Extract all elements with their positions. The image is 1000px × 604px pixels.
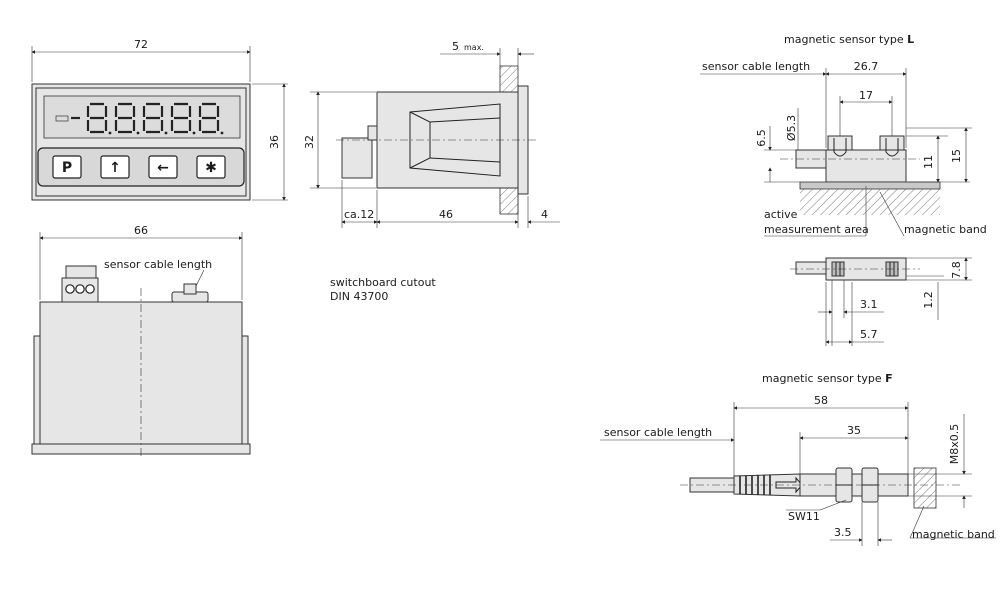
dim-66-label: 66 xyxy=(134,224,148,237)
key-p-label: P xyxy=(62,160,72,176)
dim-46-label: 46 xyxy=(439,208,453,221)
keypad-panel xyxy=(37,147,245,187)
dim-1-2-label: 1.2 xyxy=(922,291,935,309)
magnetic-band-l-label: magnetic band xyxy=(904,223,987,236)
dim-7-8-label: 7.8 xyxy=(950,261,963,279)
sensor-type-l: magnetic sensor type L sensor cable leng… xyxy=(700,33,987,237)
dim-phi-5-3-label: Ø5.3 xyxy=(785,115,798,141)
dim-17-label: 17 xyxy=(859,89,873,102)
active-label: active xyxy=(764,208,798,221)
dim-5-label: 5 xyxy=(452,40,459,53)
sensor-f-cable-length: sensor cable length xyxy=(604,426,712,439)
dim-4-label: 4 xyxy=(541,208,548,221)
dim-11-label: 11 xyxy=(922,155,935,169)
key-up-button[interactable] xyxy=(100,155,130,179)
dim-32-label: 32 xyxy=(303,135,316,149)
arrow-left-icon: ← xyxy=(157,160,169,176)
asterisk-icon: ✱ xyxy=(205,160,217,176)
dim-ca12-label: ca.12 xyxy=(344,208,374,221)
dim-5-max-label: max. xyxy=(464,43,484,52)
key-left-button[interactable] xyxy=(148,155,178,179)
magnetic-band-l xyxy=(800,189,940,215)
dim-35-label: 35 xyxy=(847,424,861,437)
din-standard-label: DIN 43700 xyxy=(330,290,388,303)
sensor-cable-length-front: sensor cable length xyxy=(104,258,212,271)
dim-72-label: 72 xyxy=(134,38,148,51)
dim-5-7-label: 5.7 xyxy=(860,328,878,341)
dim-26-7-label: 26.7 xyxy=(854,60,879,73)
measurement-area-label: measurement area xyxy=(764,223,869,236)
switchboard-cutout-label: switchboard cutout xyxy=(330,276,436,289)
dim-15-label: 15 xyxy=(950,149,963,163)
key-p-button[interactable] xyxy=(52,155,82,179)
sensor-f-title: magnetic sensor type F xyxy=(762,372,893,385)
sensor-l-title: magnetic sensor type L xyxy=(784,33,914,46)
dim-36-label: 36 xyxy=(268,135,281,149)
sensor-l-top-view: 7.8 1.2 3.1 5.7 xyxy=(790,257,972,346)
dim-58-label: 58 xyxy=(814,394,828,407)
key-star-button[interactable] xyxy=(196,155,226,179)
sensor-type-f: magnetic sensor type F 58 sensor cable l… xyxy=(600,372,996,546)
seven-segment-digits xyxy=(86,102,224,135)
top-view: 66 sensor cable length xyxy=(31,224,251,456)
dim-3-1-label: 3.1 xyxy=(860,298,878,311)
sensor-l-body xyxy=(825,149,907,183)
arrow-up-icon: ↑ xyxy=(109,160,121,176)
side-view: 5 max. 32 ca.12 46 4 xyxy=(303,40,560,228)
dim-3-5-label: 3.5 xyxy=(834,526,852,539)
magnetic-band-f-label: magnetic band xyxy=(912,528,995,541)
magnetic-band-f xyxy=(913,467,937,509)
front-view: 72 P ↑ ← ✱ 36 xyxy=(31,38,288,201)
dim-m8-label: M8x0.5 xyxy=(948,424,961,465)
side-connector xyxy=(341,137,373,179)
dim-6-5-label: 6.5 xyxy=(755,129,768,147)
sensor-l-cable-length: sensor cable length xyxy=(702,60,810,73)
sw11-label: SW11 xyxy=(788,510,820,523)
